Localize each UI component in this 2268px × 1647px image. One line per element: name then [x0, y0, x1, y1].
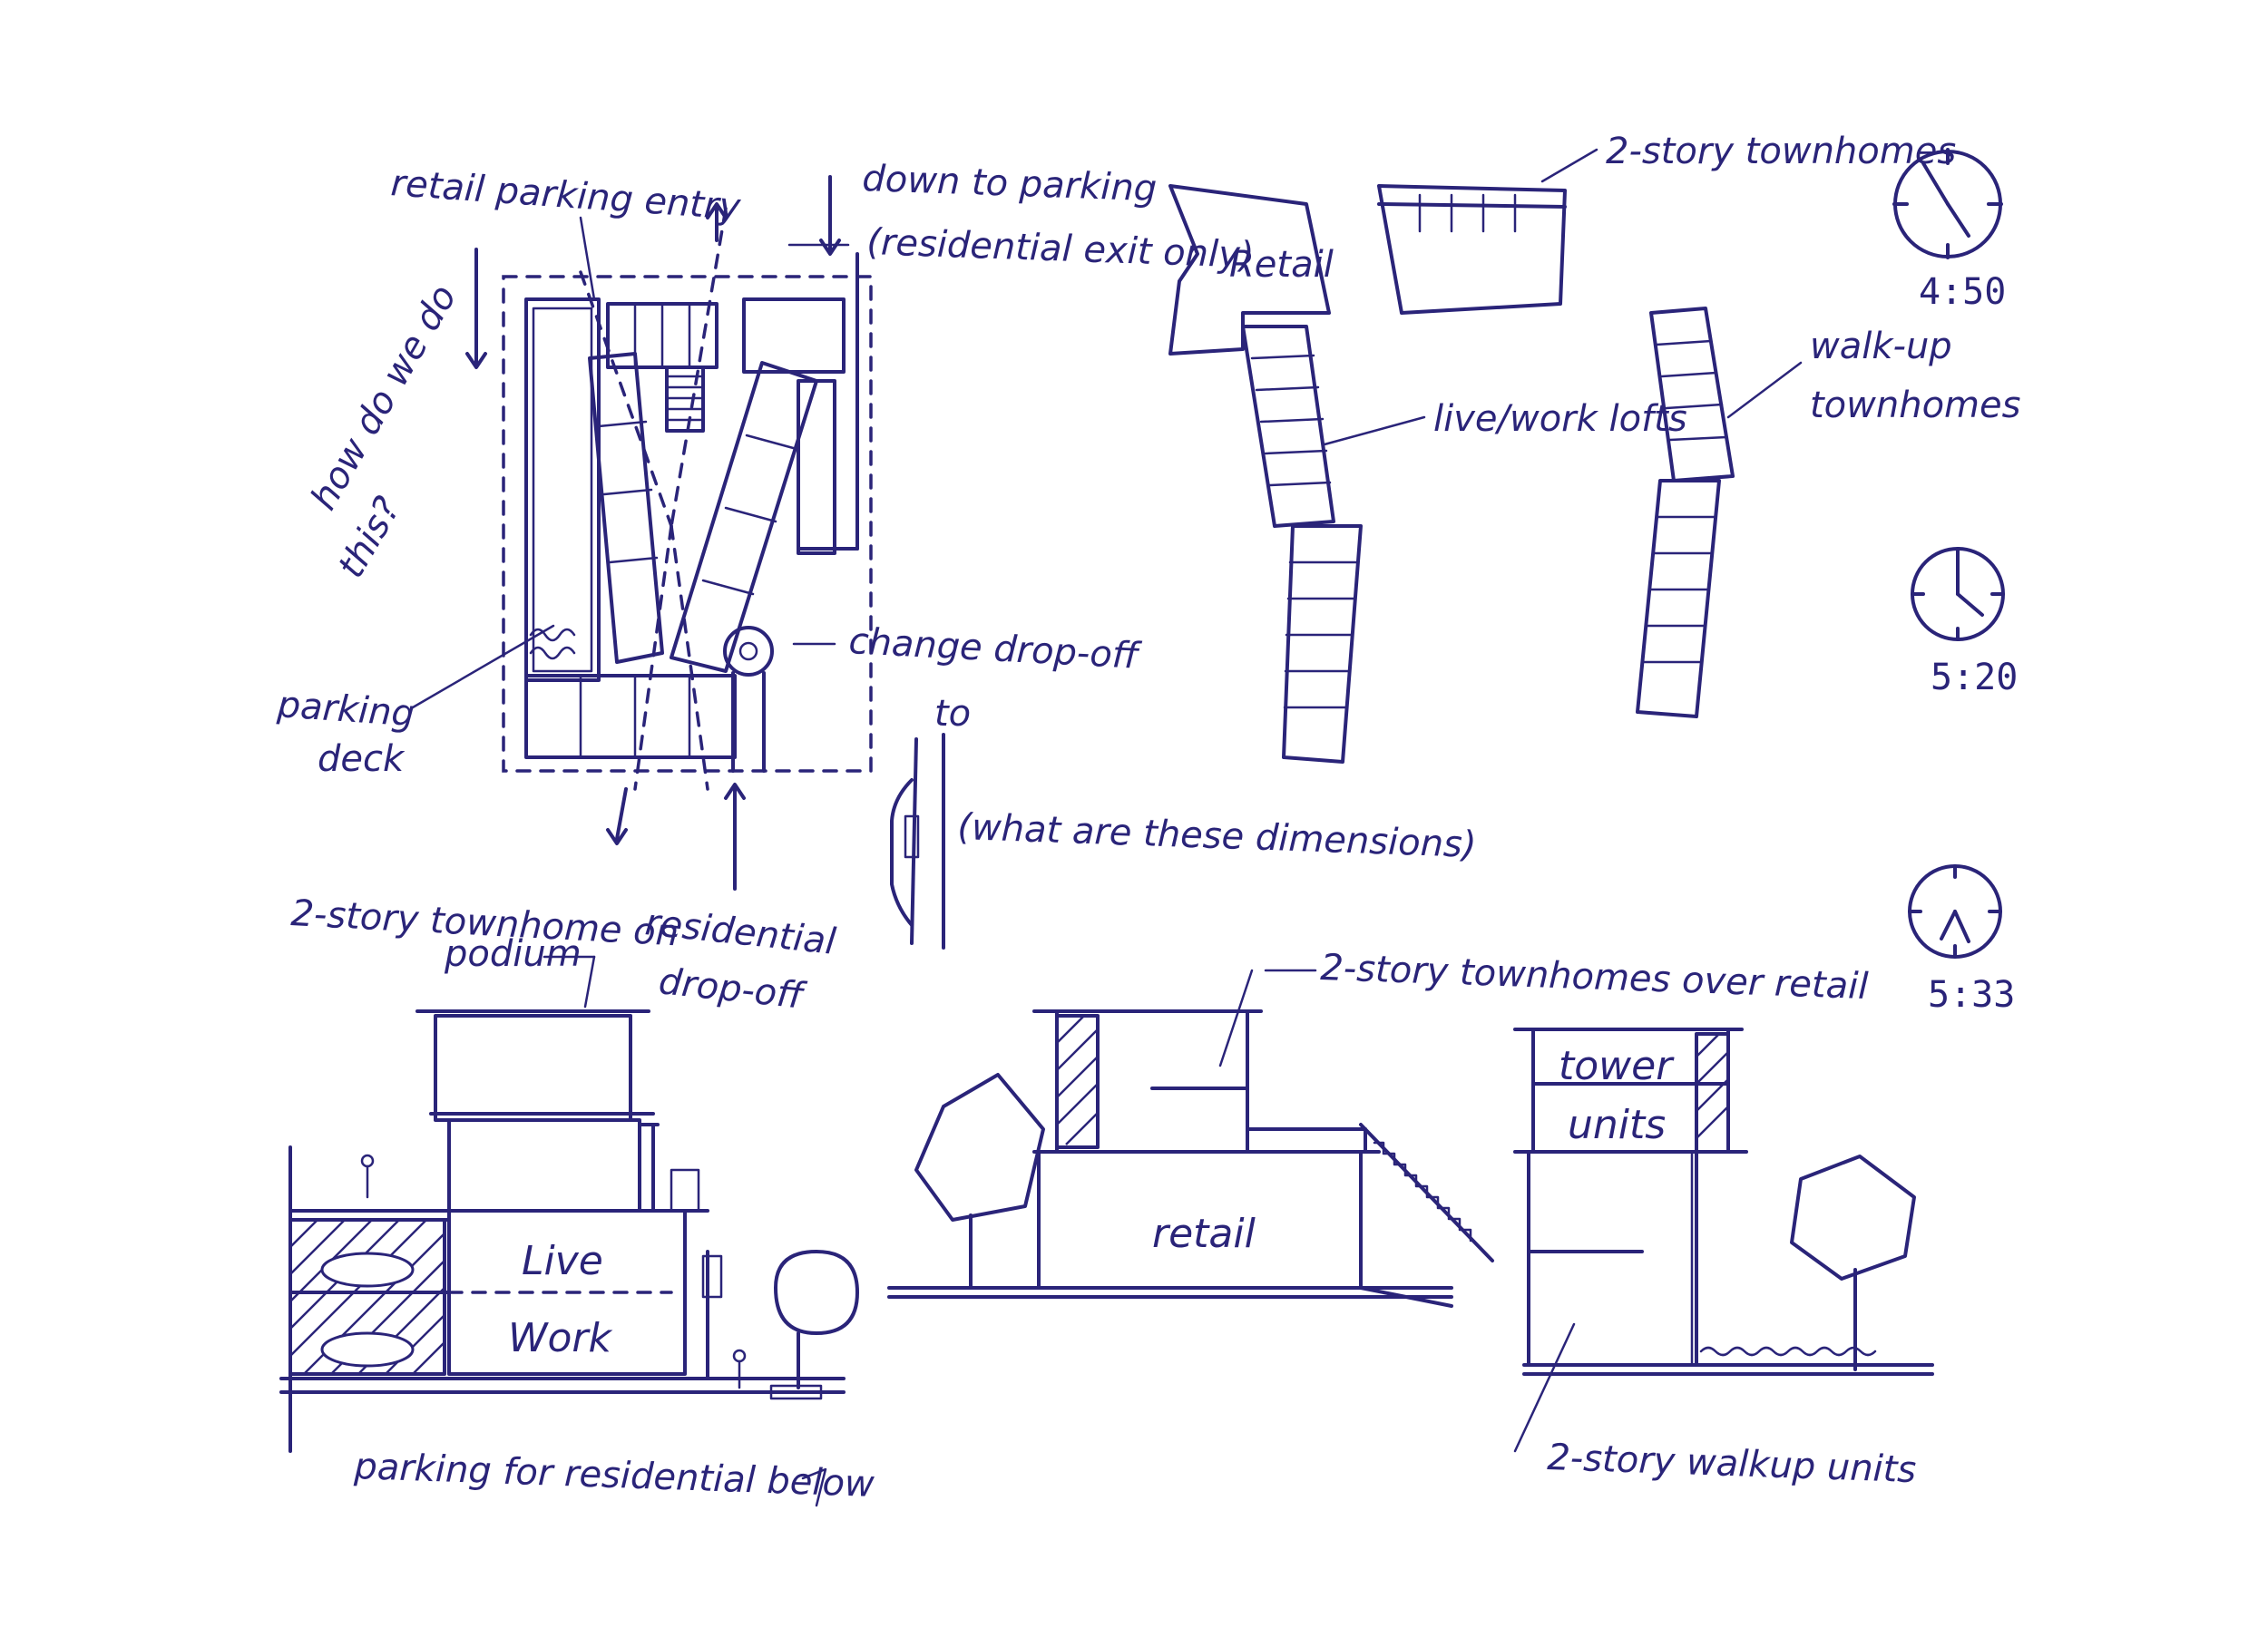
- how-do-we-do-label: how do we do: [303, 278, 465, 517]
- walk-up-townhomes-upper: [1649, 307, 1735, 482]
- townhomes-block: [1377, 184, 1567, 315]
- clock-time-1: 4:50: [1919, 271, 2006, 313]
- drop-off-circle: [723, 626, 774, 677]
- walkup-units-label: 2-story walkup units: [1547, 1437, 1917, 1491]
- clock-time-2: 5:20: [1931, 657, 2018, 698]
- exit-arrow-down: [615, 787, 628, 841]
- clock-2: 5:20: [1911, 547, 2018, 698]
- hatched-wall: [1055, 1014, 1100, 1149]
- site-plan: retail parking entry down to parking (re…: [275, 158, 1477, 1018]
- retail-block-label: Retail: [1229, 244, 1334, 286]
- section-tower: tower units 2-story walkup units: [1513, 1028, 1934, 1491]
- plan-stair: [665, 365, 705, 433]
- tree-icon: [774, 1250, 859, 1335]
- work-label: Work: [508, 1315, 613, 1361]
- tower-hatch: [1695, 1032, 1730, 1154]
- parking-deck-label-2: deck: [318, 738, 406, 780]
- live-label: Live: [522, 1238, 603, 1284]
- section-over-retail: 2-story townhomes over retail retail: [887, 947, 1870, 1308]
- change-drop-off-label: change drop-off: [847, 620, 1142, 677]
- plan-left-bar: [524, 297, 601, 682]
- plan-diagonal-right: [670, 361, 818, 673]
- walk-up-townhomes-lower: [1636, 479, 1721, 718]
- parking-hatch: [288, 1218, 446, 1376]
- to-label: to: [934, 693, 971, 735]
- plan-right-block: [742, 297, 846, 374]
- person-icon: [732, 1349, 747, 1389]
- car-icon: [320, 1252, 415, 1288]
- lane-dimension-sketch: [890, 733, 945, 950]
- clock-time-3: 5:33: [1928, 974, 2015, 1016]
- tower-label: tower: [1559, 1043, 1675, 1089]
- car-icon: [320, 1331, 415, 1368]
- walkup-volume: [1527, 1150, 1698, 1367]
- residential-drop-off-label-2: drop-off: [657, 960, 809, 1018]
- podium-label-2: podium: [444, 933, 582, 975]
- units-label: units: [1568, 1102, 1666, 1148]
- what-dimensions-label: (what are these dimensions): [957, 806, 1478, 866]
- down-to-parking-label: down to parking: [862, 158, 1158, 210]
- clock-3: 5:33: [1908, 864, 2015, 1016]
- retail-block: [1168, 184, 1331, 356]
- parking-deck-label: parking: [275, 684, 415, 736]
- massing-diagrams: Retail live/work lofts: [1168, 131, 2020, 764]
- over-retail-label: 2-story townhomes over retail: [1320, 947, 1870, 1008]
- plan-bottom-bar: [524, 674, 737, 759]
- live-work-lofts-lower: [1282, 524, 1363, 764]
- retail-parking-entry-label: retail parking entry: [389, 162, 743, 229]
- tree-icon: [1790, 1155, 1916, 1281]
- person-icon: [360, 1154, 375, 1199]
- site-boundary: [502, 275, 873, 773]
- two-story-townhomes-label: 2-story townhomes: [1606, 131, 1956, 172]
- walk-up-townhomes-label: townhomes: [1810, 385, 2020, 426]
- plan-diagonal-left: [588, 352, 664, 664]
- parking-below-label: parking for residential below: [353, 1446, 875, 1506]
- retail-section-label: retail: [1152, 1211, 1256, 1257]
- clock-1: 4:50: [1892, 148, 2006, 313]
- live-work-lofts-upper: [1241, 325, 1335, 528]
- tree-icon: [914, 1073, 1045, 1222]
- live-work-lofts-label: live/work lofts: [1433, 398, 1687, 440]
- walk-up-label: walk-up: [1810, 326, 1952, 367]
